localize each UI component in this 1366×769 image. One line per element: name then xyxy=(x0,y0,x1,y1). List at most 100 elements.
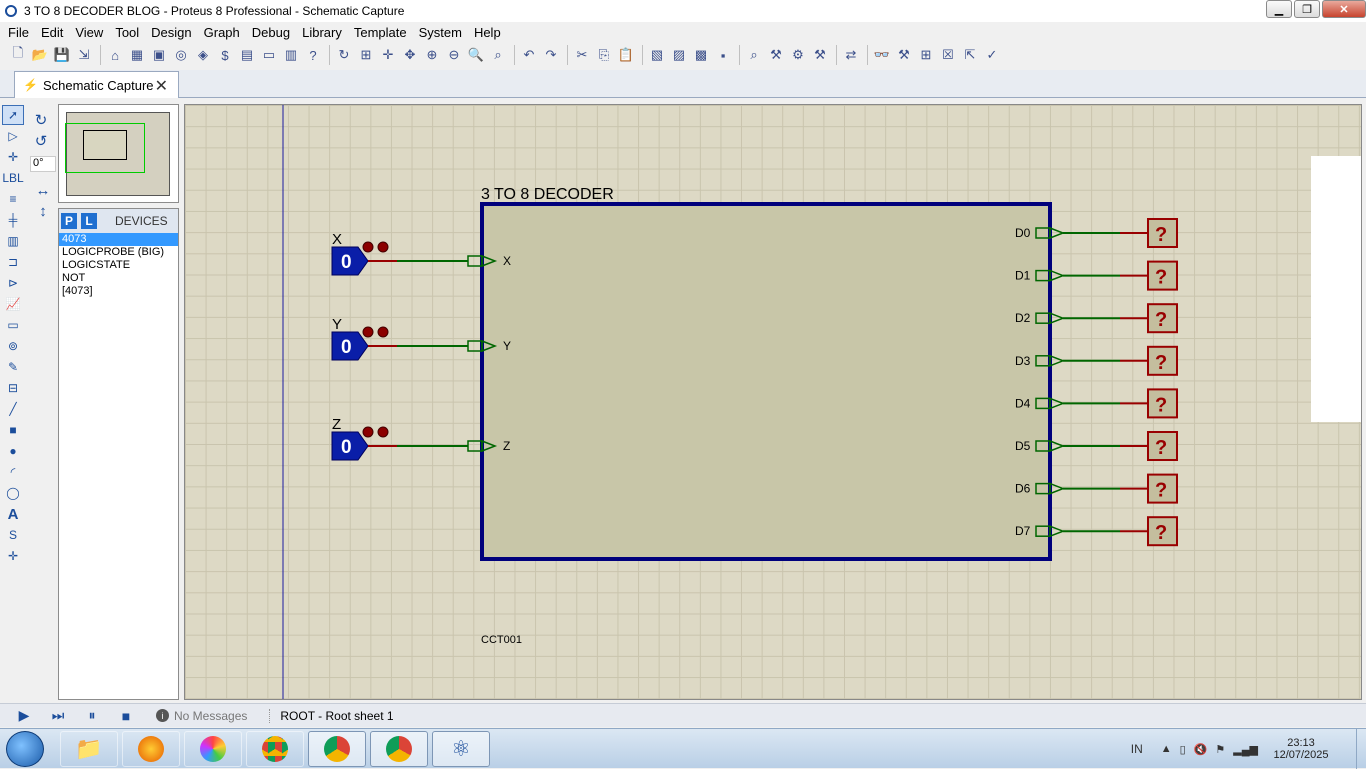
menu-graph[interactable]: Graph xyxy=(203,24,240,40)
mirror-vertical-icon[interactable]: ↕ xyxy=(39,202,47,220)
toggle-dot-icon[interactable] xyxy=(377,326,389,338)
generator-icon[interactable]: ⊚ xyxy=(7,339,19,353)
device-item[interactable]: 4073 xyxy=(59,233,178,246)
language-indicator[interactable]: IN xyxy=(1130,742,1143,756)
notes-icon[interactable]: ▭ xyxy=(262,47,276,62)
logic-probe[interactable] xyxy=(1147,218,1178,248)
logicstate-toggle[interactable] xyxy=(331,246,369,276)
new-file-icon[interactable]: 🗋 xyxy=(12,45,24,60)
volume-muted-icon[interactable]: 🔇 xyxy=(1193,743,1208,756)
open-folder-icon[interactable]: 📂 xyxy=(31,47,49,62)
logic-probe[interactable] xyxy=(1147,260,1178,291)
close-tab-icon[interactable]: ✕ xyxy=(154,78,168,95)
minimize-button[interactable]: ▁ xyxy=(1266,0,1292,18)
mirror-horizontal-icon[interactable]: ↔ xyxy=(35,181,51,199)
logic-probe[interactable] xyxy=(1147,431,1178,461)
wire-label-icon[interactable]: LBL xyxy=(2,171,24,185)
logicstate-toggle[interactable] xyxy=(331,331,369,361)
close-window-button[interactable]: ✕ xyxy=(1322,0,1366,18)
refresh-icon[interactable]: ↻ xyxy=(338,47,350,62)
menu-view[interactable]: View xyxy=(75,24,104,40)
symbol-icon[interactable]: S xyxy=(8,528,17,542)
pause-icon[interactable]: ⏸ xyxy=(88,707,96,723)
path-icon[interactable]: ◯ xyxy=(6,486,20,500)
device-item[interactable]: NOT xyxy=(62,272,86,284)
chrome-taskbar-button[interactable] xyxy=(246,731,304,767)
menu-library[interactable]: Library xyxy=(302,24,342,40)
wire-autorouter-icon[interactable]: ⇄ xyxy=(845,47,857,62)
chip-icon[interactable]: ▣ xyxy=(152,47,166,62)
proteus-taskbar-button[interactable]: ⚛ xyxy=(432,731,490,767)
search-tag-icon[interactable]: 👓 xyxy=(873,47,891,62)
device-item[interactable]: LOGICPROBE (BIG) xyxy=(62,246,165,258)
decoder-block[interactable] xyxy=(480,202,1052,561)
zoom-all-icon[interactable]: 🔍 xyxy=(467,47,485,62)
gerber-icon[interactable]: ◈ xyxy=(198,47,208,62)
circle-icon[interactable]: ● xyxy=(9,444,17,458)
save-icon[interactable]: 💾 xyxy=(53,47,71,62)
menu-debug[interactable]: Debug xyxy=(251,24,291,40)
maximize-button[interactable]: ❐ xyxy=(1294,0,1320,18)
device-item[interactable]: [4073] xyxy=(62,285,93,297)
graph-mode-icon[interactable]: 📈 xyxy=(5,297,21,311)
block-delete-icon[interactable]: ▪ xyxy=(720,47,726,63)
logic-probe[interactable] xyxy=(1147,345,1178,376)
undo-icon[interactable]: ↶ xyxy=(523,47,535,62)
bom-icon[interactable]: $ xyxy=(221,47,229,63)
system-clock[interactable]: 23:13 12/07/2025 xyxy=(1266,737,1336,761)
origin-icon[interactable]: ✛ xyxy=(382,47,394,62)
menu-system[interactable]: System xyxy=(418,24,462,40)
voltage-probe-icon[interactable]: ✎ xyxy=(7,360,19,374)
step-icon[interactable]: ⏭ xyxy=(51,707,65,723)
menu-file[interactable]: File xyxy=(8,24,29,40)
show-desktop-button[interactable] xyxy=(1356,729,1366,769)
toggle-dot-icon[interactable] xyxy=(377,241,389,253)
packaging-icon[interactable]: ⚙ xyxy=(792,47,804,62)
explorer-taskbar-button[interactable]: 📁 xyxy=(60,731,118,767)
text-icon[interactable]: A xyxy=(7,505,19,523)
virtual-instruments-icon[interactable]: ⊟ xyxy=(7,381,19,395)
firefox-taskbar-button[interactable] xyxy=(122,731,180,767)
make-device-icon[interactable]: ⚒ xyxy=(770,47,782,62)
logic-probe[interactable] xyxy=(1147,303,1178,334)
marker-icon[interactable]: ✛ xyxy=(7,549,19,563)
device-pins-icon[interactable]: ⊳ xyxy=(7,276,19,290)
paste-icon[interactable]: 📋 xyxy=(617,47,635,62)
action-center-icon[interactable]: ⚑ xyxy=(1215,743,1226,756)
electrical-rules-icon[interactable]: ✓ xyxy=(986,47,998,62)
report-icon[interactable]: ▥ xyxy=(284,47,298,62)
logic-probe[interactable] xyxy=(1147,388,1178,419)
zoom-out-icon[interactable]: ⊖ xyxy=(448,47,460,62)
device-item[interactable]: LOGICSTATE xyxy=(62,259,131,271)
junction-dot-icon[interactable]: ✛ xyxy=(7,150,19,164)
tape-recorder-icon[interactable]: ▭ xyxy=(7,318,19,332)
battery-icon[interactable]: ▯ xyxy=(1179,743,1186,756)
menu-template[interactable]: Template xyxy=(353,24,407,40)
play-icon[interactable]: ▶ xyxy=(18,707,30,723)
network-signal-icon[interactable]: ▂▄▆ xyxy=(1233,743,1258,756)
zoom-in-icon[interactable]: ⊕ xyxy=(426,47,438,62)
redo-icon[interactable]: ↷ xyxy=(545,47,557,62)
home-icon[interactable]: ⌂ xyxy=(111,47,119,63)
logic-probe[interactable] xyxy=(1147,516,1178,547)
overview-window[interactable] xyxy=(58,104,179,203)
toggle-dot-icon[interactable] xyxy=(377,426,389,438)
text-script-icon[interactable]: ≡ xyxy=(9,192,17,206)
remove-sheet-icon[interactable]: ☒ xyxy=(942,47,954,62)
photos-taskbar-button[interactable] xyxy=(184,731,242,767)
selection-mode-icon[interactable]: ➚ xyxy=(2,105,24,125)
pcb-icon[interactable]: ◎ xyxy=(175,47,187,62)
box-icon[interactable]: ■ xyxy=(9,423,17,437)
start-button[interactable] xyxy=(6,731,44,767)
block-rotate-icon[interactable]: ▩ xyxy=(694,47,708,62)
import-icon[interactable]: ⇲ xyxy=(78,47,90,62)
schematic-icon[interactable]: ▦ xyxy=(130,47,144,62)
rotate-anticlockwise-icon[interactable]: ↺ xyxy=(34,133,48,150)
zoom-area-icon[interactable]: ⌕ xyxy=(494,47,502,62)
block-move-icon[interactable]: ▨ xyxy=(672,47,686,62)
chrome-profile-taskbar-button[interactable] xyxy=(308,731,366,767)
arc-icon[interactable]: ◜ xyxy=(10,465,16,479)
pick-devices-button[interactable]: P xyxy=(61,213,77,229)
exit-to-parent-icon[interactable]: ⇱ xyxy=(964,47,976,62)
